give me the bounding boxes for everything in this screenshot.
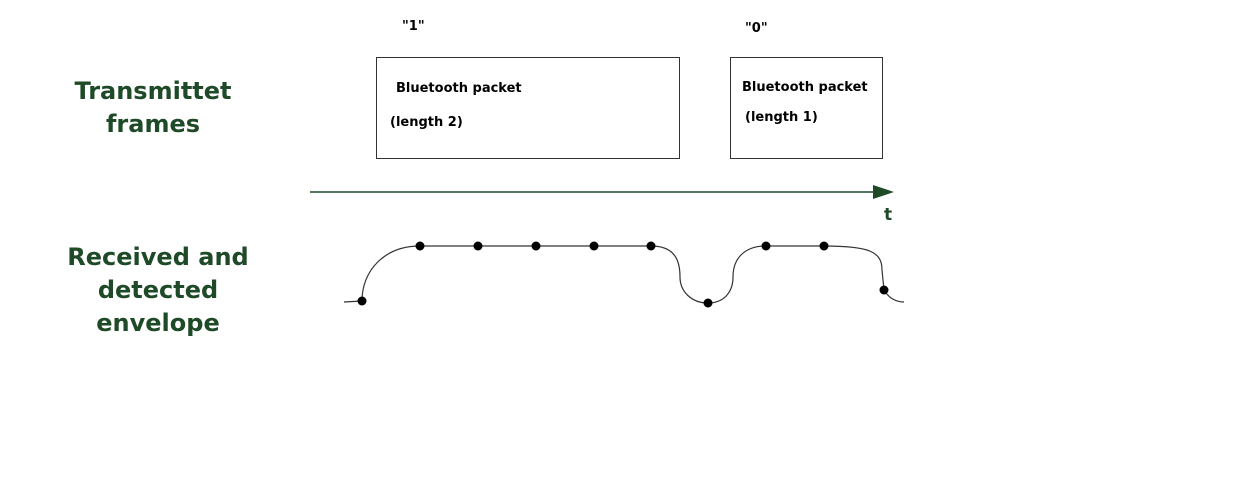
envelope-curve <box>343 245 905 304</box>
received-label-line1: Received and detected <box>67 243 249 304</box>
packet-length: (length 1) <box>745 110 818 125</box>
sample-point <box>473 241 483 251</box>
sample-point <box>761 241 771 251</box>
time-axis-label: t <box>884 205 893 225</box>
sample-point <box>415 241 425 251</box>
bit-label-1: "1" <box>402 19 425 34</box>
packet-name: Bluetooth packet <box>396 81 522 96</box>
packet-box-length-1: Bluetooth packet (length 1) <box>730 57 883 159</box>
sample-points <box>357 241 889 308</box>
received-envelope-label: Received and detected envelope <box>10 241 306 340</box>
bit-label-0: "0" <box>745 21 768 36</box>
packet-length: (length 2) <box>390 115 463 130</box>
sample-point <box>819 241 829 251</box>
packet-name: Bluetooth packet <box>742 80 868 95</box>
sample-point <box>646 241 656 251</box>
received-label-line2: envelope <box>96 309 220 337</box>
sample-point <box>879 285 889 295</box>
transmitted-label-line1: Transmittet <box>74 77 232 105</box>
sample-point <box>531 241 541 251</box>
sample-point <box>703 298 713 308</box>
time-axis-arrowhead <box>873 185 894 199</box>
sample-point <box>357 296 367 306</box>
packet-box-length-2: Bluetooth packet (length 2) <box>376 57 680 159</box>
transmitted-frames-label: Transmittet frames <box>60 75 246 141</box>
transmitted-label-line2: frames <box>105 110 201 138</box>
sample-point <box>589 241 599 251</box>
